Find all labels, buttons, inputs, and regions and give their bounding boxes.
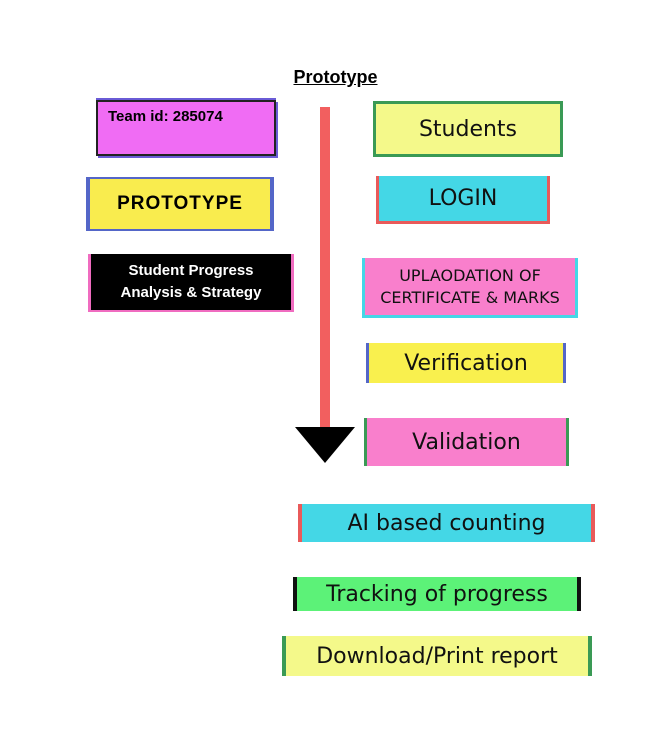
step-login: LOGIN bbox=[376, 176, 550, 224]
step-label: LOGIN bbox=[428, 186, 498, 211]
step-upload-certificates: UPLAODATION OF CERTIFICATE & MARKS bbox=[362, 258, 578, 318]
step-label: Validation bbox=[412, 429, 521, 455]
step-ai-counting: AI based counting bbox=[298, 504, 595, 542]
project-title-line1: Student Progress bbox=[128, 262, 254, 279]
prototype-text: PROTOTYPE bbox=[117, 193, 243, 214]
step-label: AI based counting bbox=[347, 510, 546, 536]
diagram-title: Prototype bbox=[293, 67, 378, 87]
step-tracking-progress: Tracking of progress bbox=[293, 577, 581, 611]
step-label: Verification bbox=[404, 350, 528, 376]
flow-arrow-head bbox=[295, 427, 355, 463]
step-label: Download/Print report bbox=[316, 643, 558, 669]
step-label-line1: UPLAODATION OF bbox=[399, 265, 541, 285]
step-download-report: Download/Print report bbox=[282, 636, 592, 676]
step-label-line2: CERTIFICATE & MARKS bbox=[380, 287, 560, 307]
project-title-note: Student Progress Analysis & Strategy bbox=[88, 254, 294, 312]
step-verification: Verification bbox=[366, 343, 566, 383]
prototype-note: PROTOTYPE bbox=[86, 177, 274, 231]
project-title-line2: Analysis & Strategy bbox=[120, 284, 262, 301]
team-id-note: Team id: 285074 bbox=[96, 100, 276, 156]
step-students: Students bbox=[373, 101, 563, 157]
team-id-text: Team id: 285074 bbox=[108, 108, 223, 125]
flow-arrow-shaft bbox=[320, 107, 330, 437]
step-validation: Validation bbox=[364, 418, 569, 466]
step-label: Tracking of progress bbox=[326, 581, 548, 607]
step-label: Students bbox=[418, 116, 518, 142]
